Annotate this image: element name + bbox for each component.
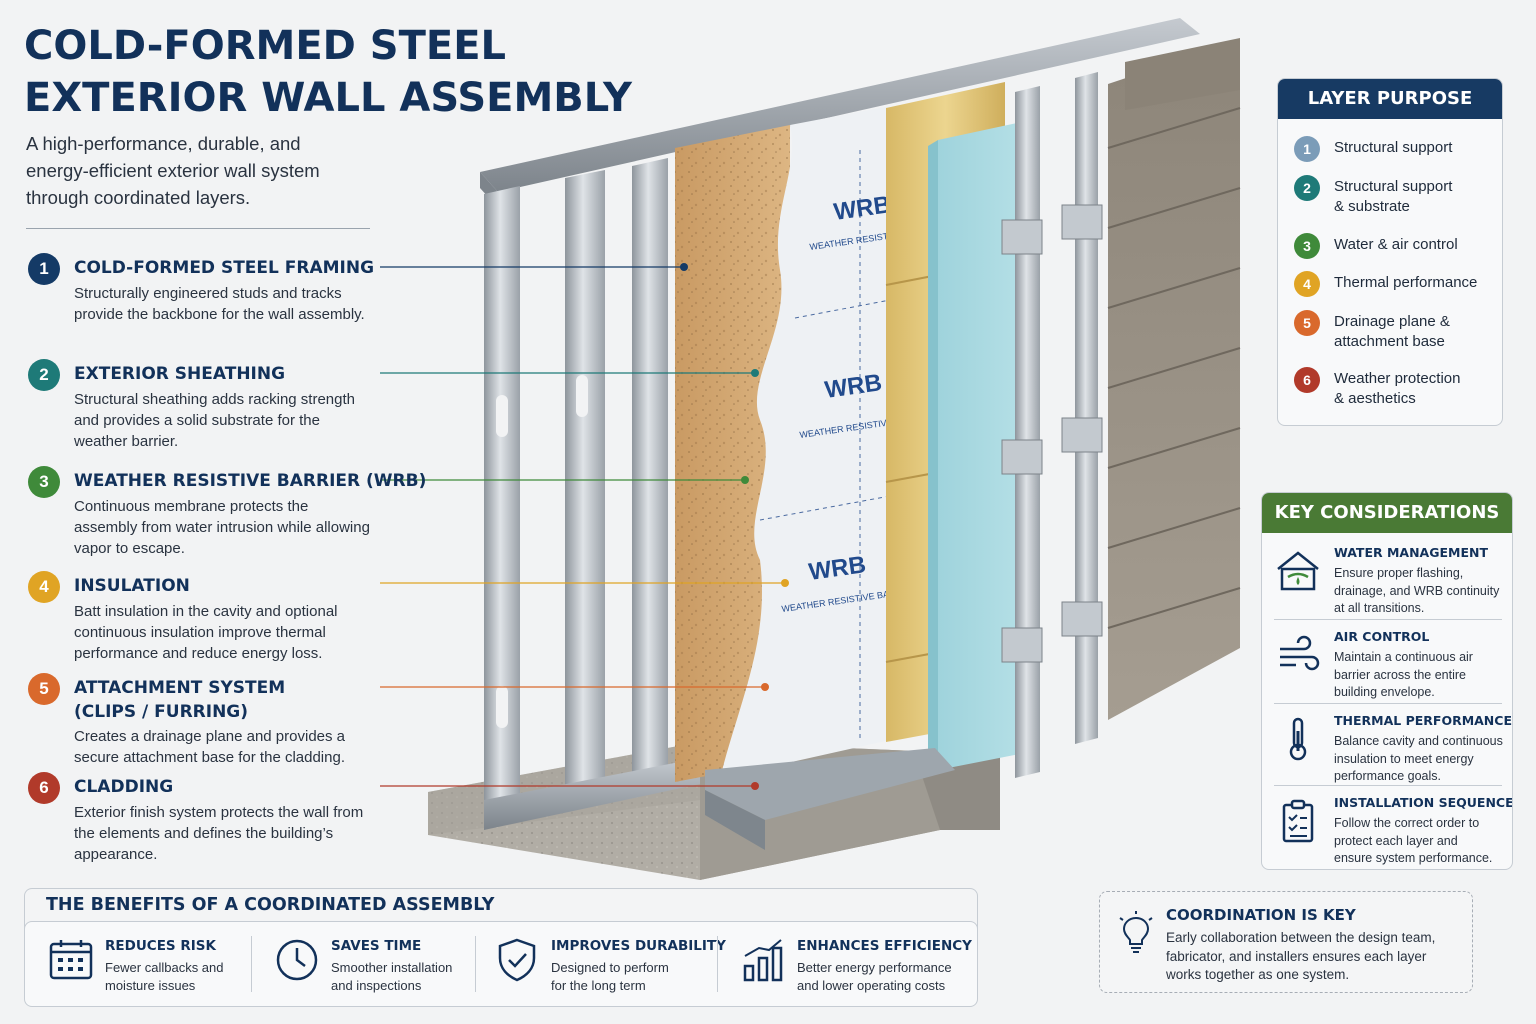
leader-dot-4 <box>781 579 789 587</box>
layer-description: Structurally engineered studs and tracks… <box>74 285 365 323</box>
layer-title: WEATHER RESISTIVE BARRIER (WRB) <box>74 471 427 491</box>
house-water-icon <box>1277 551 1319 591</box>
benefit-title: REDUCES RISK <box>105 938 216 954</box>
layer-number-badge: 5 <box>28 673 60 705</box>
layer-number-badge: 2 <box>28 359 60 391</box>
coordination-title: COORDINATION IS KEY <box>1166 906 1356 924</box>
calendar-icon <box>49 940 93 980</box>
divider <box>1274 785 1502 786</box>
purpose-number-badge: 2 <box>1294 175 1320 201</box>
purpose-text: Weather protection & aesthetics <box>1334 370 1461 407</box>
clipboard-checklist-icon <box>1282 799 1314 843</box>
consideration-desc: Ensure proper flashing, drainage, and WR… <box>1334 566 1500 615</box>
purpose-number-badge: 4 <box>1294 271 1320 297</box>
consideration-desc: Follow the correct order to protect each… <box>1334 816 1493 865</box>
thermometer-icon <box>1289 717 1307 761</box>
wall-assembly-illustration: WRB WEATHER RESISTIVE BA WRB WEATHER RES… <box>380 18 1241 880</box>
layer-description: Creates a drainage plane and provides a … <box>74 728 346 766</box>
benefit-desc: Designed to perform for the long term <box>551 960 669 993</box>
benefit-title: ENHANCES EFFICIENCY <box>797 938 972 954</box>
purpose-number-badge: 1 <box>1294 136 1320 162</box>
leader-dot-6 <box>751 782 759 790</box>
layer-number-badge: 3 <box>28 466 60 498</box>
purpose-text: Thermal performance <box>1334 274 1478 291</box>
layer-description: Exterior finish system protects the wall… <box>74 804 364 863</box>
key-considerations-panel: KEY CONSIDERATIONS WATER MANAGEMENT Ensu… <box>1261 492 1513 870</box>
benefit-desc: Fewer callbacks and moisture issues <box>105 960 224 993</box>
purpose-number-badge: 5 <box>1294 310 1320 336</box>
leader-dot-3 <box>741 476 749 484</box>
divider <box>251 936 252 992</box>
key-considerations-heading: KEY CONSIDERATIONS <box>1262 493 1512 533</box>
benefit-desc: Better energy performance and lower oper… <box>797 960 952 993</box>
consideration-title: WATER MANAGEMENT <box>1334 545 1488 560</box>
layer-number-badge: 1 <box>28 253 60 285</box>
divider <box>26 228 370 229</box>
cladding-siding <box>1107 38 1241 720</box>
steel-studs <box>484 158 668 818</box>
purpose-text: Structural support & substrate <box>1334 178 1453 215</box>
purpose-text: Drainage plane & attachment base <box>1334 313 1450 350</box>
bar-chart-icon <box>743 939 783 982</box>
benefit-desc: Smoother installation and inspections <box>331 960 453 993</box>
purpose-text: Water & air control <box>1334 236 1458 253</box>
purpose-text: Structural support <box>1334 139 1453 156</box>
consideration-title: THERMAL PERFORMANCE <box>1334 713 1512 728</box>
clock-icon <box>276 939 318 981</box>
benefit-title: SAVES TIME <box>331 938 422 954</box>
layer-description: Continuous membrane protects the assembl… <box>74 498 370 557</box>
consideration-title: AIR CONTROL <box>1334 629 1430 644</box>
benefit-title: IMPROVES DURABILITY <box>551 938 726 954</box>
consideration-desc: Balance cavity and continuous insulation… <box>1334 734 1503 783</box>
layer-number-badge: 6 <box>28 772 60 804</box>
layer-number-badge: 4 <box>28 571 60 603</box>
layer-description: Structural sheathing adds racking streng… <box>74 391 355 450</box>
leader-dot-1 <box>680 263 688 271</box>
consideration-title: INSTALLATION SEQUENCE <box>1334 795 1513 810</box>
consideration-desc: Maintain a continuous air barrier across… <box>1334 650 1473 699</box>
page-title: COLD-FORMED STEEL EXTERIOR WALL ASSEMBLY <box>24 20 632 124</box>
layer-title-line-2: (CLIPS / FURRING) <box>74 702 249 722</box>
divider <box>475 936 476 992</box>
divider <box>1274 703 1502 704</box>
lightbulb-icon <box>1119 911 1153 953</box>
layer-title: COLD-FORMED STEEL FRAMING <box>74 258 375 278</box>
benefits-bar: REDUCES RISK Fewer callbacks and moistur… <box>24 921 978 1007</box>
purpose-number-badge: 6 <box>1294 367 1320 393</box>
benefits-heading: THE BENEFITS OF A COORDINATED ASSEMBLY <box>46 895 495 915</box>
leader-lines <box>380 263 789 790</box>
layer-title: INSULATION <box>74 576 190 596</box>
title-line-2: EXTERIOR WALL ASSEMBLY <box>24 75 632 121</box>
divider <box>1274 619 1502 620</box>
layer-title: EXTERIOR SHEATHING <box>74 364 286 384</box>
layer-title: CLADDING <box>74 777 174 797</box>
divider <box>717 936 718 992</box>
layer-description: Batt insulation in the cavity and option… <box>74 603 338 662</box>
layer-title-line-1: ATTACHMENT SYSTEM <box>74 678 286 698</box>
coordination-desc: Early collaboration between the design t… <box>1166 930 1436 982</box>
page-subtitle: A high-performance, durable, and energy-… <box>26 133 320 208</box>
coordination-callout: COORDINATION IS KEY Early collaboration … <box>1099 891 1473 993</box>
leader-dot-2 <box>751 369 759 377</box>
leader-dot-5 <box>761 683 769 691</box>
layer-purpose-panel: LAYER PURPOSE 1 Structural support 2 Str… <box>1277 78 1503 426</box>
title-line-1: COLD-FORMED STEEL <box>24 23 507 69</box>
layer-purpose-heading: LAYER PURPOSE <box>1278 79 1502 119</box>
attachment-clips <box>1001 72 1103 778</box>
purpose-number-badge: 3 <box>1294 233 1320 259</box>
wind-icon <box>1280 635 1320 671</box>
shield-check-icon <box>498 938 536 982</box>
